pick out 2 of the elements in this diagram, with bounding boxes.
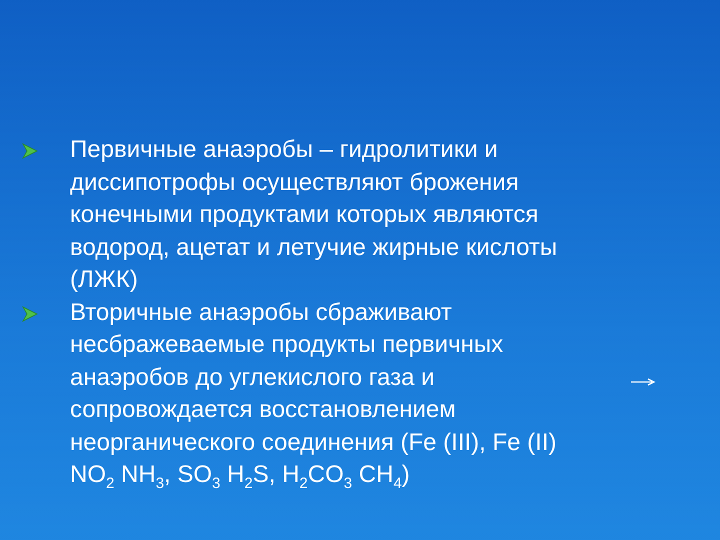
bullet-text: Вторичные анаэробы сбраживают несбражеваемые продукты первичных анаэробов до углекислого газа и сопровождается восстановлением неорганического соединения (Fe (III), Fe (II) NO$_{2}$ NH$_{3}$, SO$_{3}$ H$_{2}$S, H$_{2}$CO$_{3}$ CH$_{4}$) bbox=[70, 298, 558, 492]
bullet-text: Первичные анаэробы – гидролитики и диссипотрофы осуществляют брожения конечными продуктами которых являются водород, ацетат и летучие жирные кислоты (ЛЖК) bbox=[70, 135, 558, 295]
